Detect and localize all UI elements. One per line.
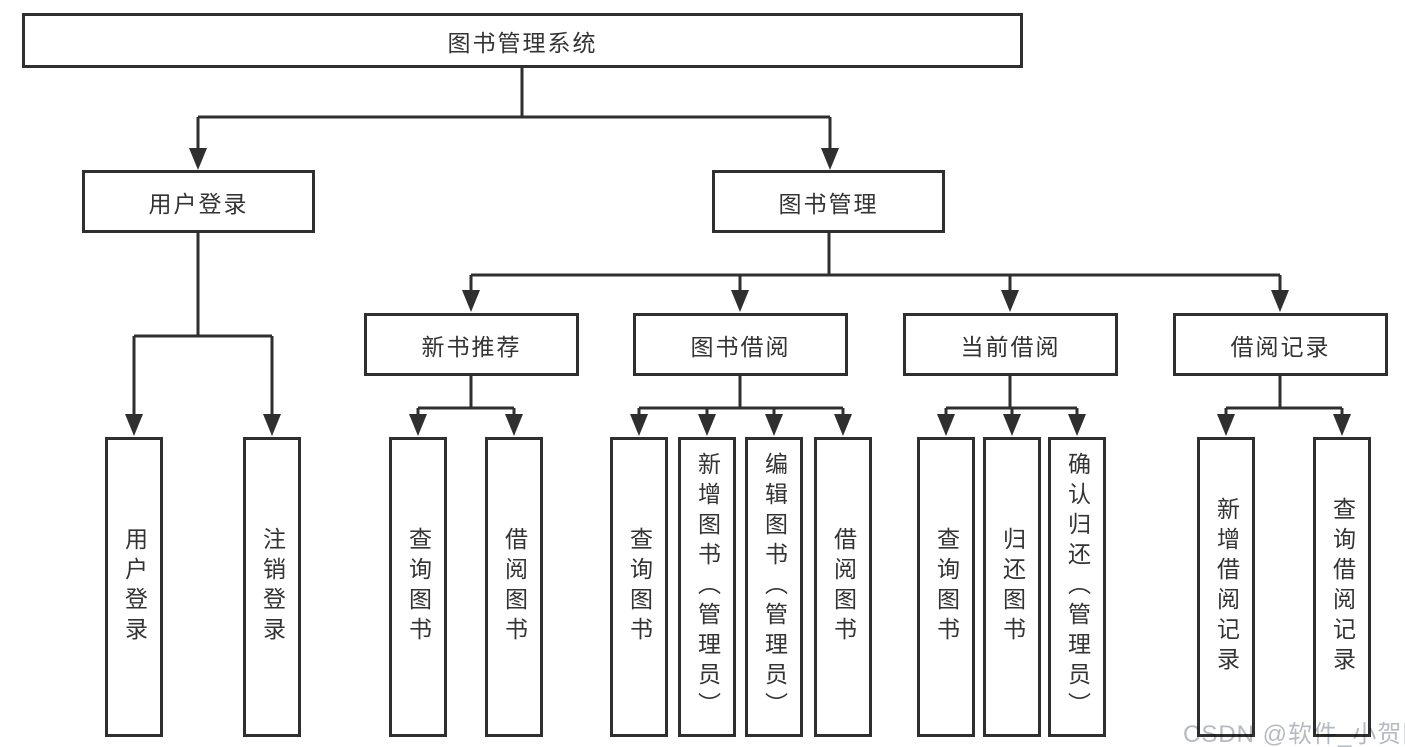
leaf-label: 查询图书: [626, 527, 653, 647]
leaf-return-books: 归还图书: [983, 437, 1041, 737]
node-borrowing-records: 借阅记录: [1173, 313, 1388, 376]
leaf-label: 新增借阅记录: [1213, 497, 1240, 677]
node-current-borrowing: 当前借阅: [903, 313, 1118, 376]
csdn-watermark: CSDN @软件_小贺同学: [1183, 721, 1405, 747]
node-label: 图书管理系统: [447, 29, 598, 56]
leaf-query-books-borrow: 查询图书: [610, 437, 668, 737]
node-label: 新书推荐: [421, 333, 522, 360]
leaf-confirm-return-admin: 确认归还（管理员）: [1048, 437, 1106, 737]
leaf-borrow-books-borrow: 借阅图书: [814, 437, 872, 737]
leaf-label: 查询借阅记录: [1329, 497, 1356, 677]
node-library-management-system: 图书管理系统: [22, 13, 1023, 68]
leaf-label: 新增图书（管理员）: [694, 452, 721, 722]
leaf-label: 借阅图书: [830, 527, 857, 647]
node-label: 用户登录: [148, 190, 249, 217]
node-label: 图书管理: [778, 190, 879, 217]
node-new-book-recommendation: 新书推荐: [364, 313, 579, 376]
leaf-user-login: 用户登录: [105, 437, 163, 737]
leaf-label: 注销登录: [259, 527, 286, 647]
node-book-management: 图书管理: [712, 170, 945, 233]
leaf-query-books-recommend: 查询图书: [389, 437, 447, 737]
leaf-query-books-current: 查询图书: [917, 437, 975, 737]
node-label: 当前借阅: [960, 333, 1061, 360]
leaf-label: 归还图书: [999, 527, 1026, 647]
leaf-edit-book-admin: 编辑图书（管理员）: [745, 437, 803, 737]
leaf-label: 查询图书: [405, 527, 432, 647]
leaf-label: 用户登录: [121, 527, 148, 647]
leaf-label: 查询图书: [933, 527, 960, 647]
leaf-label: 编辑图书（管理员）: [761, 452, 788, 722]
leaf-add-book-admin: 新增图书（管理员）: [678, 437, 736, 737]
leaf-add-borrow-record: 新增借阅记录: [1197, 437, 1255, 737]
node-label: 图书借阅: [690, 333, 791, 360]
leaf-borrow-books-recommend: 借阅图书: [485, 437, 543, 737]
node-user-login: 用户登录: [82, 170, 315, 233]
leaf-query-borrow-record: 查询借阅记录: [1313, 437, 1371, 737]
leaf-logout: 注销登录: [243, 437, 301, 737]
leaf-label: 确认归还（管理员）: [1064, 452, 1091, 722]
node-label: 借阅记录: [1230, 333, 1331, 360]
node-book-borrowing: 图书借阅: [633, 313, 848, 376]
leaf-label: 借阅图书: [501, 527, 528, 647]
